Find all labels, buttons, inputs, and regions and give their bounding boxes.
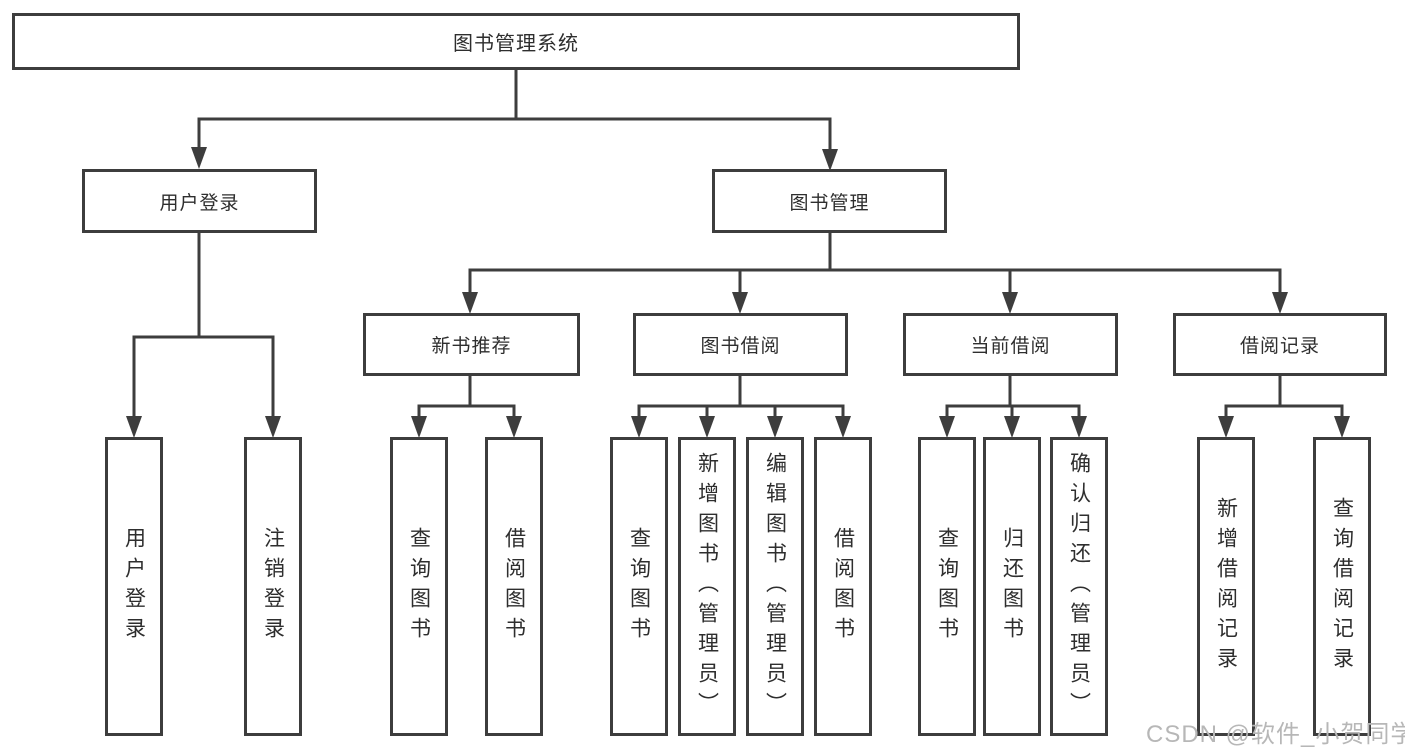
arrowheads [126, 147, 1350, 438]
leaf-query-books-recommend: 查询图书 [390, 437, 448, 736]
leaf-label: 新增借阅记录 [1214, 496, 1238, 677]
node-label: 用户登录 [159, 192, 240, 214]
leaf-add-book-admin: 新增图书（管理员） [678, 437, 736, 736]
node-current-borrowing: 当前借阅 [903, 313, 1118, 376]
node-user-login: 用户登录 [82, 169, 317, 233]
leaf-label: 查询图书 [407, 526, 431, 647]
connector-borrowrecords-to-leaves [1224, 375, 1344, 421]
node-label: 新书推荐 [431, 336, 512, 357]
csdn-watermark: CSDN @软件_小贺同学 [1146, 721, 1405, 747]
leaf-label: 归还图书 [1000, 526, 1024, 647]
node-label: 图书借阅 [700, 336, 781, 357]
leaf-user-login: 用户登录 [105, 437, 163, 736]
leaf-label: 用户登录 [122, 526, 146, 647]
leaf-edit-book-admin: 编辑图书（管理员） [746, 437, 804, 736]
leaf-label: 查询借阅记录 [1330, 496, 1354, 677]
leaf-label: 确认归还（管理员） [1067, 451, 1091, 722]
leaf-borrow-books-borrowing: 借阅图书 [814, 437, 872, 736]
connector-bookborrow-to-leaves [637, 375, 845, 421]
node-label: 当前借阅 [970, 336, 1051, 357]
leaf-query-books-current: 查询图书 [918, 437, 976, 736]
connector-userlogin-to-leaves [132, 233, 275, 421]
leaf-return-books: 归还图书 [983, 437, 1041, 736]
node-label: 图书管理系统 [453, 33, 579, 55]
node-new-book-recommend: 新书推荐 [363, 313, 580, 376]
node-borrowing-records: 借阅记录 [1173, 313, 1387, 376]
leaf-query-books-borrowing: 查询图书 [610, 437, 668, 736]
node-book-management-system: 图书管理系统 [12, 13, 1020, 70]
connector-newbooks-to-leaves [417, 375, 516, 421]
leaf-label: 新增图书（管理员） [695, 451, 719, 722]
leaf-label: 查询图书 [935, 526, 959, 647]
leaf-label: 编辑图书（管理员） [763, 451, 787, 722]
leaf-add-borrow-record: 新增借阅记录 [1197, 437, 1255, 736]
leaf-label: 借阅图书 [831, 526, 855, 647]
connector-root-to-level2 [197, 70, 832, 153]
leaf-label: 查询图书 [627, 526, 651, 647]
node-book-borrowing: 图书借阅 [633, 313, 848, 376]
leaf-query-borrow-record: 查询借阅记录 [1313, 437, 1371, 736]
leaf-confirm-return-admin: 确认归还（管理员） [1050, 437, 1108, 736]
leaf-label: 借阅图书 [502, 526, 526, 647]
node-label: 图书管理 [789, 192, 870, 214]
connector-bookmgmt-to-level3 [468, 233, 1282, 295]
leaf-label: 注销登录 [261, 526, 285, 647]
leaf-borrow-books-recommend: 借阅图书 [485, 437, 543, 736]
leaf-logout: 注销登录 [244, 437, 302, 736]
connector-currentborrow-to-leaves [945, 375, 1081, 421]
node-book-management: 图书管理 [712, 169, 947, 233]
node-label: 借阅记录 [1239, 336, 1320, 357]
